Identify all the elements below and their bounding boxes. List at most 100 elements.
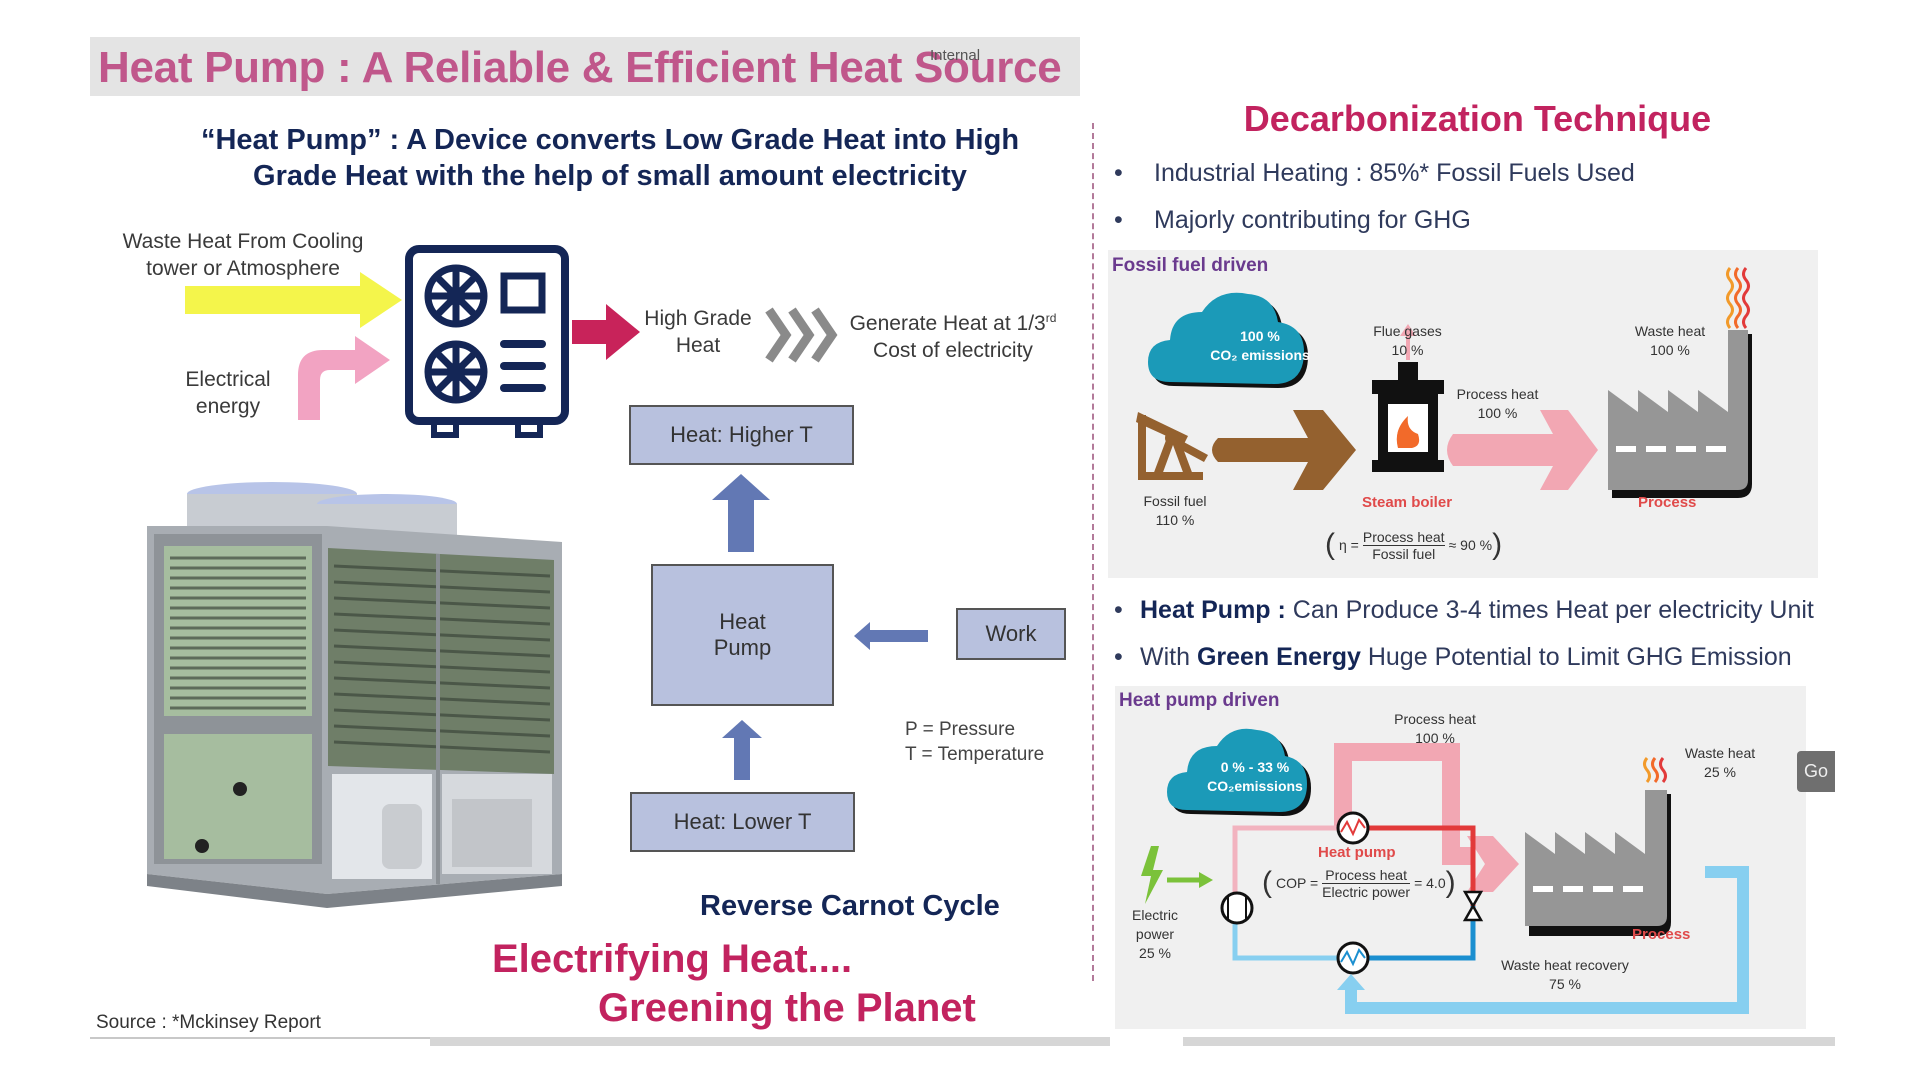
heat-pump-box-line-1: Heat [719, 609, 766, 634]
electric-power-label: Electric power 25 % [1120, 906, 1190, 963]
high-grade-heat-arrow-icon [572, 304, 640, 360]
section-divider [1092, 123, 1094, 981]
electrical-energy-arrow-icon [298, 336, 390, 420]
cop-equation: ( COP = Process heat Electric power = 4.… [1262, 866, 1456, 900]
high-grade-line-1: High Grade [644, 307, 752, 330]
steam-boiler-label: Steam boiler [1362, 494, 1453, 511]
bullet-industrial-heating: •Industrial Heating : 85%* Fossil Fuels … [1114, 159, 1635, 187]
generate-heat-label: Generate Heat at 1/3rd Cost of electrici… [838, 305, 1068, 364]
steam-boiler-icon [1372, 324, 1444, 472]
fossil-waste-heat-label: Waste heat 100 % [1620, 322, 1720, 360]
fossil-fuel-arrow-icon [1212, 410, 1356, 490]
bullet-pre: With [1140, 643, 1197, 671]
compressor-icon [1220, 891, 1254, 925]
waste-heat-arrow-icon [185, 272, 402, 328]
evaporator-icon [1336, 941, 1370, 975]
process-heat-value: 100 % [1477, 405, 1518, 421]
slogan-line-1: Electrifying Heat.... [492, 937, 853, 981]
decarbonization-heading: Decarbonization Technique [1243, 98, 1712, 139]
hp-cloud-line-1: 0 % - 33 % [1220, 759, 1290, 775]
up-arrow-icon [712, 474, 770, 552]
flue-gases-text: Flue gases [1373, 323, 1442, 339]
waste-heat-recovery-pipe [1345, 866, 1749, 1014]
fossil-fuel-label: Fossil fuel 110 % [1130, 492, 1220, 530]
fossil-cloud-text: 100 % CO₂ emissions [1185, 327, 1335, 365]
reverse-carnot-caption: Reverse Carnot Cycle [700, 890, 1000, 922]
process-heat-text: Process heat [1394, 711, 1476, 727]
process-heat-text: Process heat [1456, 386, 1539, 402]
eq-suffix: ≈ 90 % [1448, 537, 1493, 553]
fossil-cloud-line-2: CO₂ emissions [1210, 347, 1310, 363]
power-line-1: Electric [1132, 907, 1178, 923]
source-note: Source : *Mckinsey Report [96, 1012, 321, 1033]
hp-process-heat-label: Process heat 100 % [1385, 710, 1485, 748]
input-arrows [185, 272, 402, 420]
recovery-arrow-icon [1337, 974, 1365, 990]
hp-waste-heat-label: Waste heat 25 % [1675, 744, 1765, 782]
page-title: Heat Pump : A Reliable & Efficient Heat … [98, 43, 1062, 92]
work-box: Work [956, 608, 1066, 660]
eq-prefix: COP = [1276, 875, 1319, 891]
heat-pump-unit-icon [405, 245, 569, 438]
eq-denominator: Fossil fuel [1372, 545, 1436, 562]
subtitle: “Heat Pump” : A Device converts Low Grad… [140, 122, 1080, 194]
waste-heat-label: Waste Heat From Cooling tower or Atmosph… [108, 228, 378, 282]
waste-heat-line-1: Waste Heat From Cooling [122, 230, 364, 253]
heatpump-panel-title: Heat pump driven [1119, 690, 1280, 711]
classification-watermark: Internal [930, 47, 981, 64]
eq-numerator: Process heat [1322, 867, 1411, 884]
eq-suffix: = 4.0 [1414, 875, 1446, 891]
flue-gases-label: Flue gases 10 % [1360, 322, 1455, 360]
heat-pump-label: Heat pump [1318, 844, 1396, 861]
legend-pressure: P = Pressure [905, 719, 1016, 740]
title-bar [90, 37, 1080, 96]
high-grade-heat-label: High Grade Heat [638, 305, 758, 359]
generate-line-1: Generate Heat at 1/3 [849, 312, 1046, 335]
high-grade-line-2: Heat [675, 334, 721, 357]
electrical-energy-label: Electrical energy [168, 366, 288, 420]
bullet-text: Huge Potential to Limit GHG Emission [1360, 643, 1792, 671]
bullet-green-energy: •With Green Energy Huge Potential to Lim… [1114, 643, 1792, 671]
up-arrow-icon [722, 720, 762, 780]
fossil-fuel-value: 110 % [1155, 512, 1195, 528]
process-heat-value: 100 % [1415, 730, 1455, 746]
fossil-process-label: Process [1638, 494, 1697, 511]
generate-sup: rd [1045, 311, 1057, 325]
bullet-bold: Green Energy [1196, 643, 1361, 671]
lightning-icon [1141, 846, 1213, 904]
factory-icon [1525, 790, 1671, 936]
paren-open: ( [1325, 528, 1335, 561]
recovery-text: Waste heat recovery [1501, 957, 1629, 973]
process-heat-pipe [1334, 743, 1475, 865]
subtitle-line-2: Grade Heat with the help of small amount… [253, 160, 967, 192]
heat-lower-t-box: Heat: Lower T [630, 792, 855, 852]
fossil-process-heat-label: Process heat 100 % [1445, 385, 1550, 423]
fan-icon [424, 340, 488, 404]
hp-process-label: Process [1632, 926, 1691, 943]
fossil-flow-diagram [1136, 267, 1752, 498]
bullet-text: Industrial Heating : 85%* Fossil Fuels U… [1154, 159, 1635, 187]
eq-fraction: Process heat Fossil fuel [1362, 529, 1445, 562]
footer-bar-left [430, 1037, 1110, 1046]
waste-heat-waves-icon [1726, 267, 1750, 329]
heat-pump-box-line-2: Pump [713, 635, 772, 660]
bullet-bold: Heat Pump : [1140, 596, 1286, 624]
oil-pump-icon [1136, 412, 1208, 480]
legend-temperature: T = Temperature [905, 744, 1045, 765]
efficiency-equation: ( η = Process heat Fossil fuel ≈ 90 % ) [1325, 528, 1502, 562]
bullet-heat-pump: •Heat Pump : Can Produce 3-4 times Heat … [1114, 596, 1814, 624]
paren-open: ( [1262, 866, 1272, 899]
bullet-text: Majorly contributing for GHG [1154, 206, 1471, 234]
industrial-heat-pump-image [147, 482, 562, 908]
chevrons-icon [765, 307, 838, 363]
waste-heat-waves-icon [1643, 757, 1667, 783]
heat-pump-box: Heat Pump [651, 564, 834, 706]
power-line-2: power [1135, 926, 1175, 942]
heat-higher-t-box: Heat: Higher T [629, 405, 854, 465]
recovery-value: 75 % [1549, 976, 1581, 992]
waste-heat-text: Waste heat [1684, 745, 1756, 761]
legend: P = Pressure T = Temperature [905, 717, 1044, 767]
go-button[interactable]: Go [1797, 751, 1835, 792]
bullet-ghg: •Majorly contributing for GHG [1114, 206, 1471, 234]
fossil-panel-title: Fossil fuel driven [1112, 255, 1269, 276]
